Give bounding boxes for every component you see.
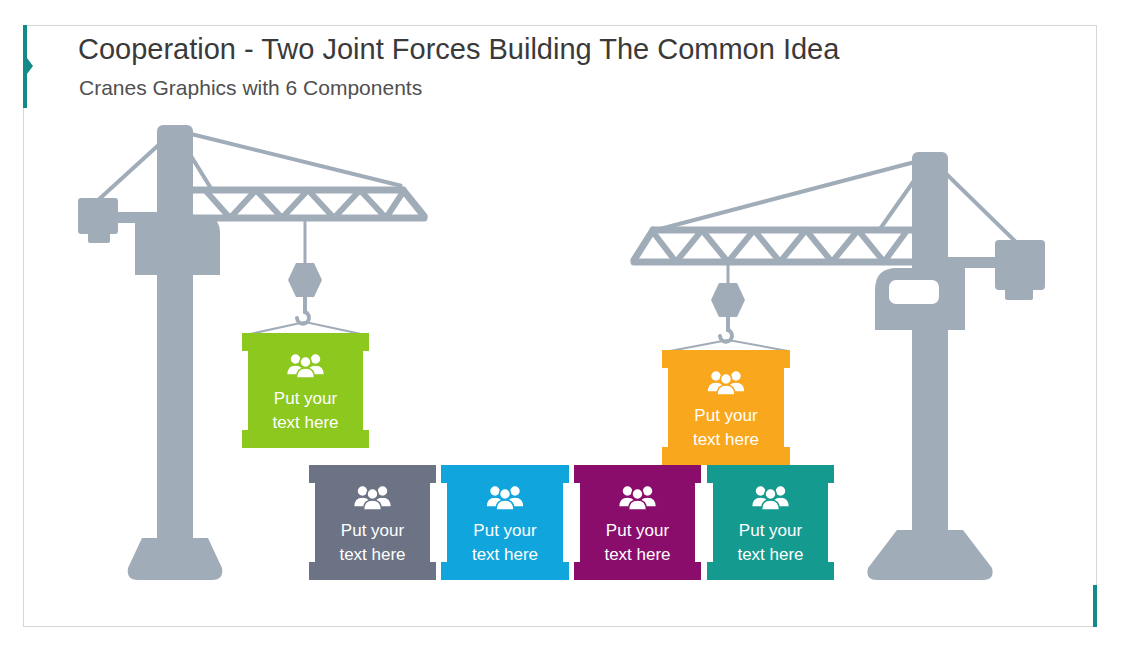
person-body (364, 500, 382, 510)
block-outline (574, 465, 701, 580)
building-block: Put your text here (309, 465, 436, 580)
slide-subtitle: Cranes Graphics with 6 Components (79, 76, 422, 100)
crane-tie (660, 158, 930, 229)
block-outline (242, 333, 369, 448)
person-body (629, 500, 647, 510)
people-icon (486, 486, 524, 511)
building-block: Put your text here (441, 465, 569, 580)
people-icon (354, 486, 392, 511)
block-text: Put your text here (725, 519, 817, 567)
person-head (721, 374, 732, 385)
block-text-area: Put your text here (707, 519, 834, 567)
person-head (500, 489, 511, 500)
block-outline (309, 465, 436, 580)
crane-window (889, 280, 939, 304)
person-head (632, 489, 643, 500)
crane-rope (305, 322, 361, 334)
block-text: Put your text here (327, 519, 419, 567)
crane-counterweight (78, 198, 118, 234)
person-head (367, 489, 378, 500)
block-outline (707, 465, 834, 580)
accent-bar (23, 25, 27, 108)
crane-cable (304, 218, 307, 263)
crane-tie (175, 130, 402, 186)
crane-jib (634, 230, 653, 260)
crane-rope (250, 322, 305, 334)
slide-title: Cooperation - Two Joint Forces Building … (78, 33, 839, 66)
people-icon (707, 371, 745, 396)
person-body (496, 500, 514, 510)
crane-base (867, 530, 992, 580)
crane-rope (670, 340, 728, 351)
people-icon (752, 486, 790, 511)
block-text-area: Put your text here (574, 519, 701, 567)
crane-hook (297, 297, 309, 324)
block-text-area: Put your text here (662, 404, 790, 452)
person-head (300, 357, 311, 368)
crane-counterweight (995, 240, 1045, 290)
building-block: Put your text here (707, 465, 834, 580)
crane-jib (193, 187, 403, 194)
block-outline (441, 465, 569, 580)
crane-cable (727, 262, 730, 283)
crane-mast (912, 152, 948, 545)
crane-hook-block (711, 283, 745, 317)
block-text-area: Put your text here (242, 387, 369, 435)
block-text: Put your text here (680, 404, 772, 452)
crane-counterweight (1005, 288, 1033, 300)
crane-truss (205, 190, 403, 218)
block-text: Put your text here (459, 519, 551, 567)
slide-frame (24, 26, 1097, 627)
block-text: Put your text here (260, 387, 352, 435)
crane-hook (720, 317, 732, 342)
person-body (762, 500, 780, 510)
block-outline (662, 350, 790, 465)
crane-cab (135, 215, 220, 275)
block-text: Put your text here (592, 519, 684, 567)
crane-hook-block (288, 263, 322, 297)
crane-truss (653, 230, 906, 262)
crane-counterweight (88, 232, 110, 243)
accent-bar (1093, 585, 1097, 627)
block-text-area: Put your text here (309, 519, 436, 567)
crane-jib (653, 227, 912, 234)
crane-mast (157, 125, 193, 545)
crane-arm (946, 257, 998, 268)
crane-right (634, 152, 1045, 580)
building-block: Put your text here (574, 465, 701, 580)
people-icon (619, 486, 657, 511)
building-block: Put your text here (662, 350, 790, 465)
building-block: Put your text here (242, 333, 369, 448)
person-body (297, 368, 315, 378)
crane-base (128, 538, 223, 580)
crane-rope (728, 340, 788, 351)
crane-jib (403, 190, 424, 216)
crane-cab (875, 268, 965, 330)
accent-arrow (27, 58, 33, 74)
person-head (765, 489, 776, 500)
people-icon (287, 354, 325, 379)
person-body (717, 385, 735, 395)
block-text-area: Put your text here (441, 519, 569, 567)
